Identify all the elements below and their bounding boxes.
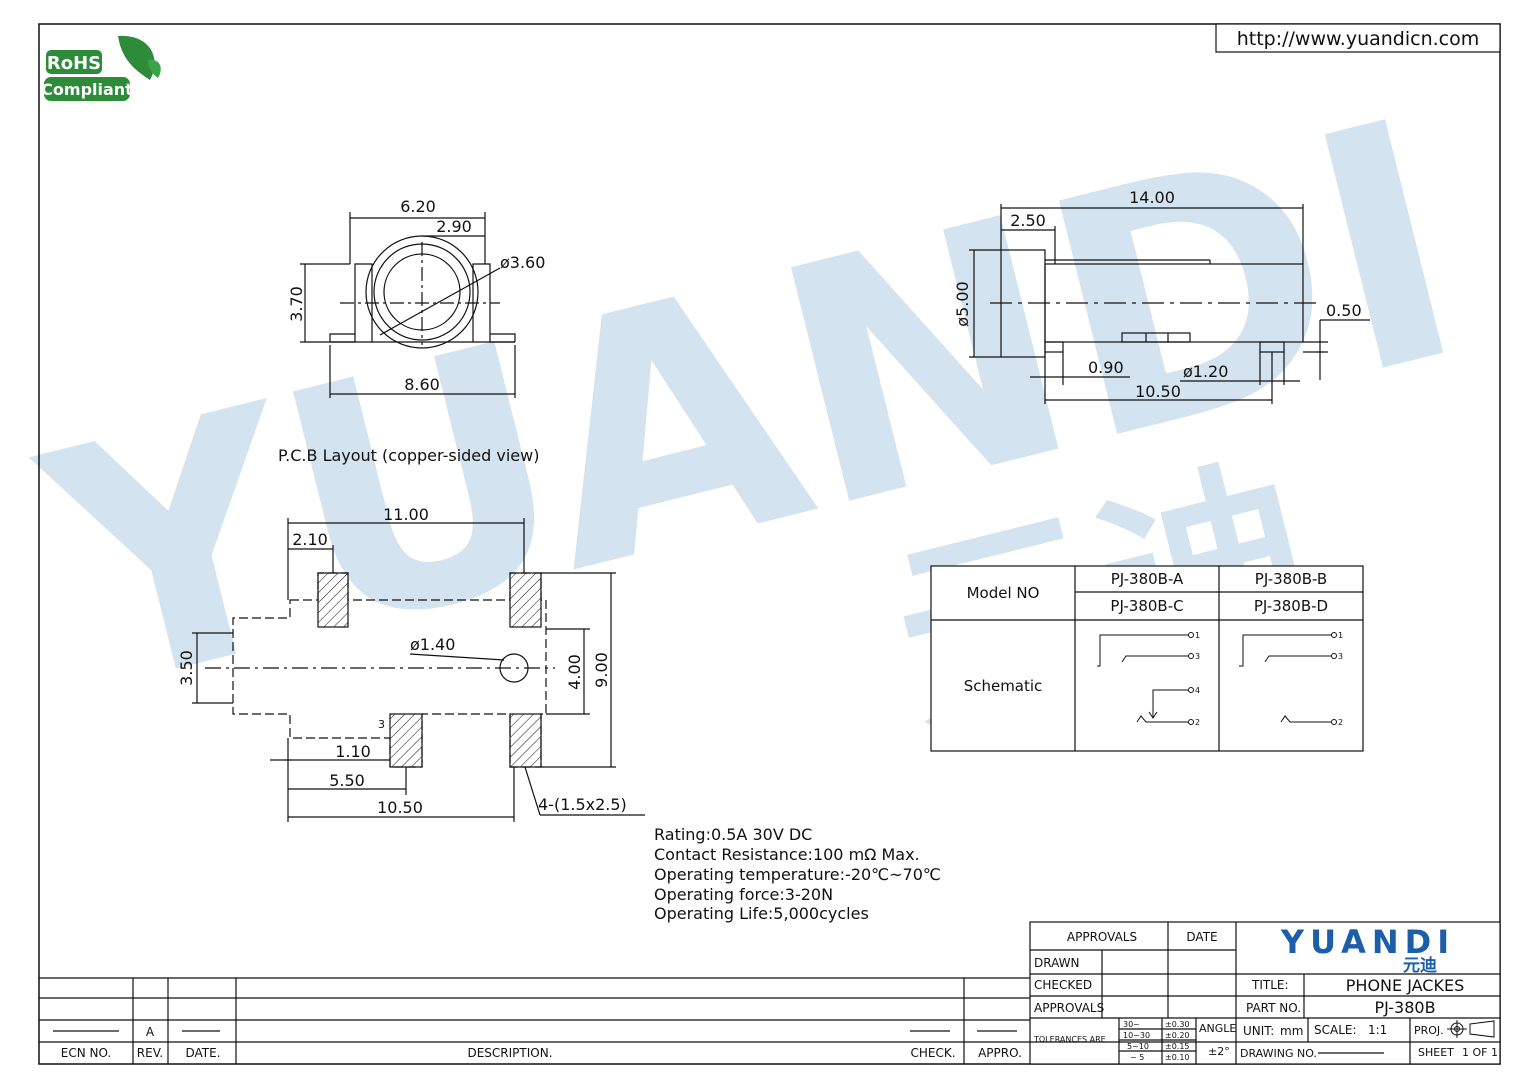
dim-8-60: 8.60 <box>404 375 440 394</box>
compliant-text: Compliant <box>41 80 133 99</box>
sheet-label: SHEET <box>1418 1046 1454 1059</box>
angle-value: ±2° <box>1208 1045 1230 1058</box>
description-header: DESCRIPTION. <box>467 1046 552 1060</box>
sch-b-pin2: 2 <box>1338 718 1343 727</box>
pin-3-label: 3 <box>378 718 385 731</box>
dim-10-50-side: 10.50 <box>1135 382 1181 401</box>
title-block <box>1029 921 1501 1065</box>
dim-5-50: 5.50 <box>329 771 365 790</box>
drawing-no-label: DRAWING NO. <box>1240 1047 1317 1060</box>
front-view <box>300 212 516 398</box>
approvals-header: APPROVALS <box>1067 930 1137 944</box>
pad-size-label: 4-(1.5x2.5) <box>538 795 627 814</box>
dim-14-00: 14.00 <box>1129 188 1175 207</box>
dim-dia-1-20: ø1.20 <box>1183 362 1228 381</box>
model-b: PJ-380B-B <box>1255 570 1327 588</box>
model-table <box>930 565 1364 752</box>
part-value: PJ-380B <box>1374 998 1435 1017</box>
dim-dia-5-00: ø5.00 <box>953 281 972 326</box>
url-box[interactable]: http://www.yuandicn.com <box>1215 23 1501 53</box>
scale-label: SCALE: <box>1314 1023 1357 1037</box>
tol-range-2: 10~30 <box>1123 1031 1150 1040</box>
scale-value: 1:1 <box>1368 1023 1387 1037</box>
schematic-left <box>1097 632 1194 725</box>
proj-label: PROJ. <box>1414 1024 1444 1037</box>
date-header: DATE. <box>185 1046 220 1060</box>
spec-resistance: Contact Resistance:100 mΩ Max. <box>654 845 920 864</box>
title-value: PHONE JACKES <box>1346 976 1464 995</box>
spec-force: Operating force:3-20N <box>654 885 833 904</box>
leaf-icon <box>118 35 155 80</box>
dim-3-70: 3.70 <box>287 286 306 322</box>
title-label: TITLE: <box>1251 978 1289 992</box>
appro-header: APPRO. <box>978 1046 1022 1060</box>
model-c: PJ-380B-C <box>1110 597 1183 615</box>
rohs-badge: RoHS Compliant <box>41 35 161 101</box>
angle-label: ANGLE <box>1199 1022 1236 1035</box>
side-view <box>969 204 1370 404</box>
drawn-label: DRAWN <box>1034 956 1080 970</box>
model-a: PJ-380B-A <box>1111 570 1184 588</box>
sch-a-pin4: 4 <box>1195 686 1200 695</box>
tol-value-3: ±0.15 <box>1165 1042 1190 1051</box>
approvals-label: APPROVALS <box>1034 1001 1104 1015</box>
rev-header: REV. <box>137 1046 163 1060</box>
tolerances-label: TOLERANCES ARE <box>1033 1035 1106 1044</box>
spec-rating: Rating:0.5A 30V DC <box>654 825 812 844</box>
dim-2-50: 2.50 <box>1010 211 1046 230</box>
brand-logo: YUANDI <box>1280 923 1455 961</box>
sheet-border <box>38 23 1501 1065</box>
dim-2-90: 2.90 <box>436 217 472 236</box>
pcb-title: P.C.B Layout (copper-sided view) <box>278 446 539 465</box>
model-label: Model NO <box>967 584 1040 602</box>
spec-life: Operating Life:5,000cycles <box>654 904 869 923</box>
tol-value-4: ±0.10 <box>1165 1053 1190 1062</box>
sch-a-pin1: 1 <box>1195 631 1200 640</box>
dim-11-00: 11.00 <box>383 505 429 524</box>
ecn-header: ECN NO. <box>61 1046 112 1060</box>
sch-b-pin1: 1 <box>1338 631 1343 640</box>
projection-icon <box>1447 1020 1495 1038</box>
part-label: PART NO. <box>1246 1001 1301 1015</box>
dim-9-00: 9.00 <box>592 652 611 688</box>
unit-label: UNIT: <box>1243 1024 1274 1038</box>
check-header: CHECK. <box>910 1046 955 1060</box>
rohs-text: RoHS <box>47 53 101 74</box>
rev-value: A <box>146 1025 155 1039</box>
model-d: PJ-380B-D <box>1254 597 1328 615</box>
dim-2-10: 2.10 <box>292 530 328 549</box>
dim-dia-3-60: ø3.60 <box>500 253 545 272</box>
revision-block <box>39 977 1030 1064</box>
dim-0-90: 0.90 <box>1088 358 1124 377</box>
tol-value-2: ±0.20 <box>1165 1031 1190 1040</box>
url-text: http://www.yuandicn.com <box>1237 28 1480 50</box>
tol-range-4: ~ 5 <box>1130 1053 1144 1062</box>
dim-1-10: 1.10 <box>335 742 371 761</box>
tol-range-1: 30~ <box>1123 1020 1140 1029</box>
dim-0-50: 0.50 <box>1326 301 1362 320</box>
dim-6-20: 6.20 <box>400 197 436 216</box>
checked-label: CHECKED <box>1034 978 1092 992</box>
dim-10-50-pcb: 10.50 <box>377 798 423 817</box>
spec-temperature: Operating temperature:-20℃~70℃ <box>654 865 941 884</box>
schematic-label: Schematic <box>964 677 1043 695</box>
spec-list: Rating:0.5A 30V DC Contact Resistance:10… <box>654 825 941 923</box>
sch-b-pin3: 3 <box>1338 652 1343 661</box>
sch-a-pin3: 3 <box>1195 652 1200 661</box>
sheet-value: 1 OF 1 <box>1462 1046 1498 1059</box>
tol-value-1: ±0.30 <box>1165 1020 1190 1029</box>
dim-3-50: 3.50 <box>177 650 196 686</box>
date-col-header: DATE <box>1186 930 1217 944</box>
sch-a-pin2: 2 <box>1195 718 1200 727</box>
pcb-layout <box>192 518 645 822</box>
dim-4-00: 4.00 <box>565 654 584 690</box>
dim-dia-1-40: ø1.40 <box>410 635 455 654</box>
unit-value: mm <box>1280 1024 1303 1038</box>
brand-chinese: 元迪 <box>1403 955 1437 976</box>
tol-range-3: 5~10 <box>1127 1042 1149 1051</box>
schematic-right <box>1239 632 1337 725</box>
